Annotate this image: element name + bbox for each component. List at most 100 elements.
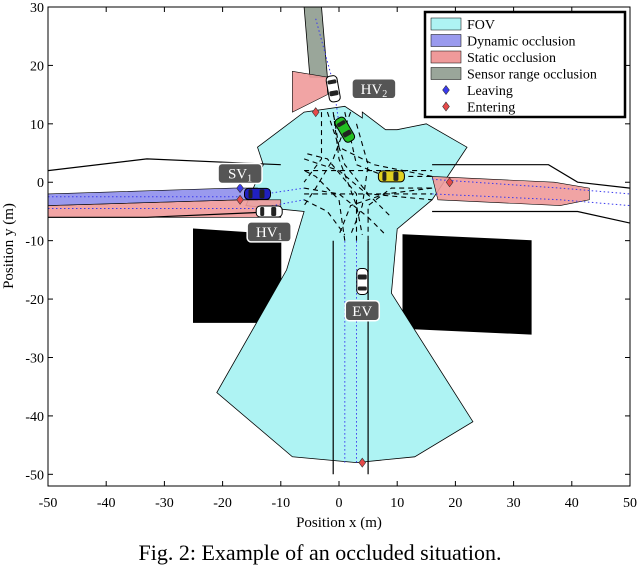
legend-label: Dynamic occlusion [467,35,575,50]
legend-item-2: Dynamic occlusion [430,34,575,50]
y-tick-label: 10 [30,118,44,133]
road-boundaries-layer [47,18,631,475]
x-tick-label: -50 [39,496,58,511]
vehicle-windshield [329,90,339,97]
intersection-path-1 [303,158,392,218]
intersection-path-6 [303,112,323,183]
lane-centerline-4 [432,193,631,207]
vehicle-body [325,75,341,103]
legend-item-1: FOV [430,17,495,33]
entering-marker-4 [445,177,454,188]
x-tick-label: -40 [97,496,116,511]
tag-label: HV2 [361,82,388,100]
legend-swatch [430,50,462,64]
x-tick-label: 30 [507,496,521,511]
intersection-path-3 [303,199,346,236]
vehicle-6 [356,268,369,295]
legend-item-3: Static occlusion [430,50,556,66]
x-tick-label: 50 [623,496,637,511]
legend-label: Leaving [467,84,513,99]
legend-swatch [430,34,462,47]
legend-label: FOV [467,18,495,33]
tag-background [351,78,397,100]
building-2 [402,234,532,335]
legend-item-4: Sensor range occlusion [430,67,597,83]
tag-subscript: 1 [247,173,252,184]
road-boundary-2 [48,210,281,218]
legend-item-6: Entering [442,101,515,116]
vehicle-rear-window [327,79,337,85]
tag-subscript: 1 [277,232,282,243]
x-tick-label: 0 [336,496,343,511]
y-tick-label: -40 [25,410,44,425]
intersection-path-14 [326,111,433,201]
fov-region [216,105,474,464]
y-tick-label: 20 [30,59,44,74]
x-tick-label: 40 [565,496,579,511]
intersection-path-8 [332,112,433,177]
tag-subscript: 2 [382,89,387,100]
legend-marker [442,101,450,112]
intersection-path-13 [367,187,433,241]
vehicle-windshield [342,129,352,138]
vehicle-rear-window [260,207,265,216]
regions-layer [47,6,590,464]
tag-background [217,162,263,185]
tag-label: HV1 [256,225,283,243]
x-axis-label: Position x (m) [296,515,382,531]
y-tick-label: -10 [25,235,44,250]
legend-label: Sensor range occlusion [467,68,597,83]
y-tick-label: -50 [25,468,44,483]
y-axis-label: Position y (m) [1,203,17,289]
vehicle-1 [325,75,341,103]
intersection-path-4 [332,112,363,235]
x-tick-label: 10 [390,496,404,511]
vehicle-windshield [357,274,367,280]
vehicle-windshield [259,189,265,199]
legend-item-5: Leaving [442,84,513,99]
legend-label: Static occlusion [467,51,556,66]
vehicle-5 [377,170,405,183]
legend-swatch [430,17,462,31]
vehicle-rear-window [336,120,346,128]
intersection-path-5 [344,111,433,177]
lane-centerline-1 [48,187,305,198]
static-occlusion-region-2 [431,176,590,206]
vehicle-windshield [271,207,277,216]
vehicle-tag-ev: EV [344,300,381,322]
legend-marker [442,85,450,95]
vehicle-tag-hv2: HV2 [351,78,397,100]
road-boundary-3 [432,164,631,189]
legend-swatch [430,67,462,80]
x-tick-label: -30 [155,496,174,511]
entering-marker-5 [358,457,367,468]
lane-centerline-3 [432,178,631,195]
y-tick-label: 0 [37,176,44,191]
leaving-marker-1 [236,183,244,194]
vehicle-body [356,268,369,295]
intersection-path-12 [303,170,346,241]
markers-layer [236,107,454,468]
road-boundary-4 [432,210,631,224]
intersection-path-7 [338,187,433,236]
vehicle-tag-hv1: HV1 [246,221,292,243]
vehicle-rear-window [357,286,367,291]
figure-caption: Fig. 2: Example of an occluded situation… [138,540,502,565]
vehicle-3 [244,187,271,200]
y-tick-label: 30 [30,1,44,16]
x-tick-label: -10 [271,496,290,511]
y-tick-label: -30 [25,351,44,366]
entering-marker-3 [311,107,320,118]
vehicle-body [377,170,405,183]
sensor-range-occlusion-region [303,6,328,78]
tag-label: EV [352,304,372,320]
y-tick-label: -20 [25,293,44,308]
legend-label: Entering [467,101,515,116]
vehicle-tag-sv1: SV1 [217,162,263,185]
tag-label: SV1 [228,166,252,184]
vehicle-windshield [393,171,399,181]
vehicle-body [244,187,271,200]
